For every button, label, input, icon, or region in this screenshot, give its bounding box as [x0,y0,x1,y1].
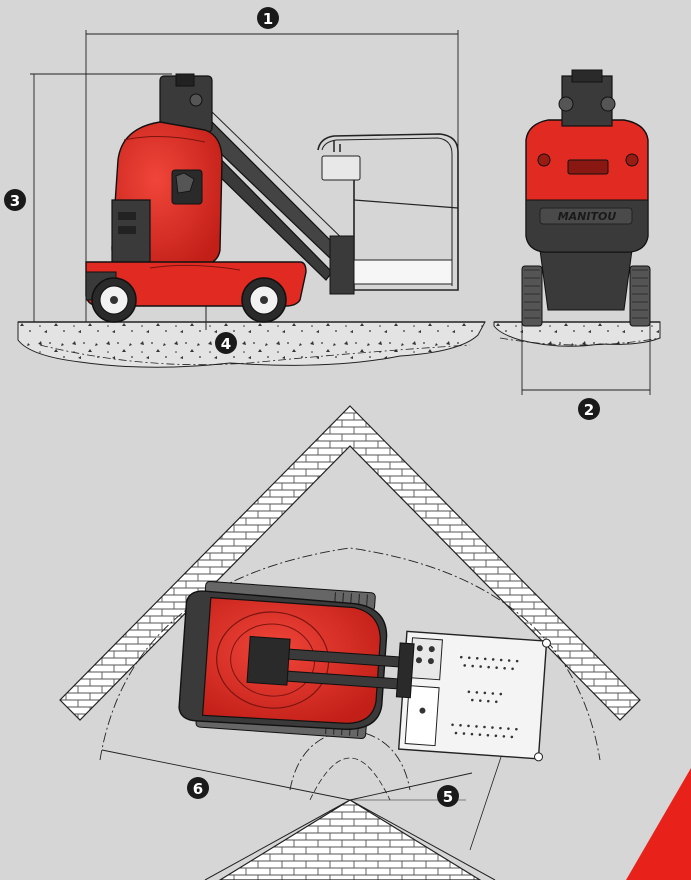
corner-accent [626,768,691,880]
marker-1: 1 [257,7,279,29]
top-view-turning-icon [59,405,641,880]
marker-5: 5 [437,785,459,807]
marker-label: 6 [193,780,203,798]
marker-label: 2 [584,401,594,419]
marker-label: 1 [263,10,273,28]
marker-label: 5 [443,788,453,806]
marker-3: 3 [4,189,26,211]
rear-view-machine-icon: MANITOU [493,69,661,395]
side-view-machine-icon [17,30,486,368]
marker-label: 3 [10,192,20,210]
marker-label: 4 [221,335,231,353]
brand-plate: MANITOU [558,210,617,223]
marker-2: 2 [578,398,600,420]
marker-4: 4 [215,332,237,354]
marker-6: 6 [187,777,209,799]
